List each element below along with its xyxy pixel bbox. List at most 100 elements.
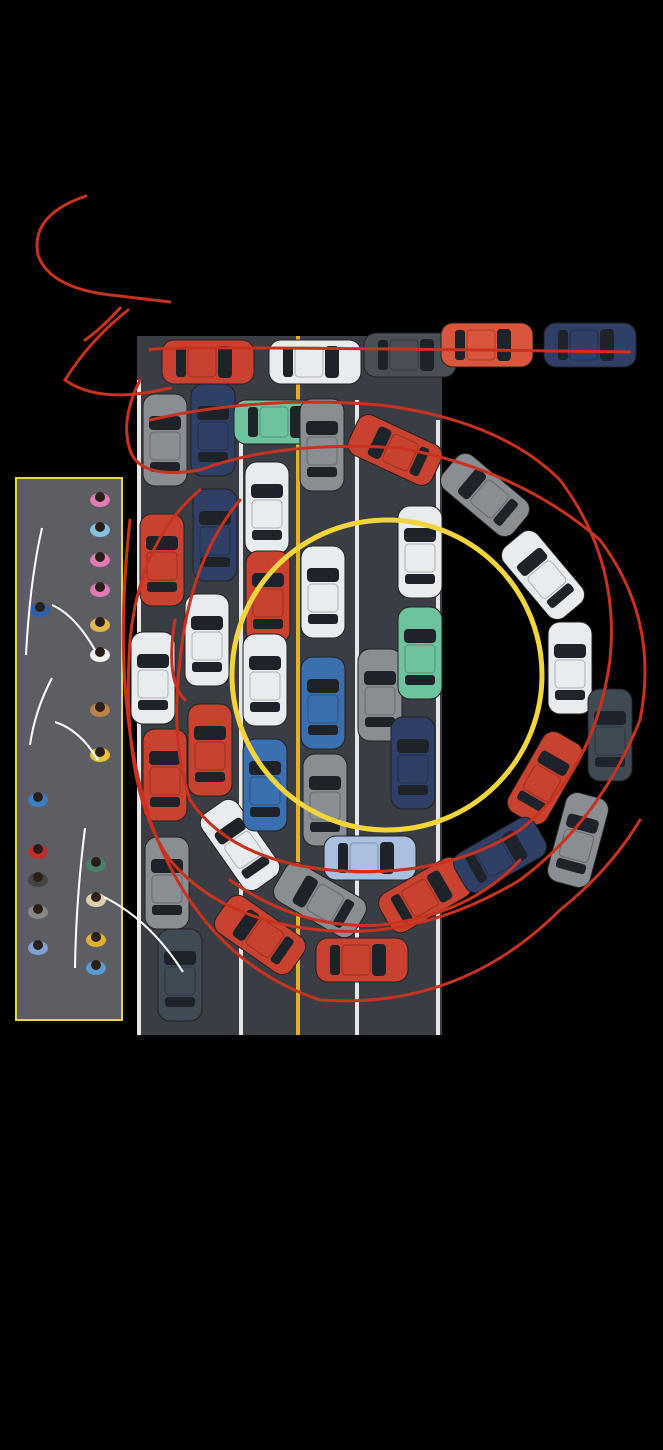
pedestrian-head	[95, 702, 105, 712]
scribble	[121, 518, 642, 1003]
pedestrian	[90, 522, 110, 537]
car	[130, 631, 176, 725]
car-roof	[249, 776, 281, 806]
car	[161, 339, 255, 385]
scribble	[228, 858, 522, 927]
scribble	[35, 194, 172, 304]
car	[500, 530, 586, 620]
car-windshield	[292, 875, 318, 908]
car	[268, 339, 362, 385]
car-roof	[149, 766, 181, 796]
path-line	[51, 604, 96, 651]
car-roof	[404, 644, 436, 674]
car-windshield	[309, 776, 341, 790]
car-rear-window	[195, 772, 225, 782]
car	[397, 606, 443, 700]
car-rear-window	[250, 702, 280, 712]
pedestrian-head	[91, 960, 101, 970]
car-rear-window	[455, 330, 465, 360]
car-rear-window	[332, 899, 355, 928]
car-windshield	[191, 616, 223, 630]
car-roof	[245, 919, 284, 958]
car-rear-window	[252, 530, 282, 540]
car-rear-window	[330, 945, 340, 975]
car-windshield	[307, 568, 339, 582]
car-roof	[554, 659, 586, 689]
scribble	[170, 618, 187, 702]
pedestrian-head	[95, 617, 105, 627]
car	[213, 894, 307, 976]
scribble	[125, 378, 647, 933]
pedestrian-head	[95, 582, 105, 592]
car-roof	[294, 346, 324, 378]
car-rear-window	[390, 894, 413, 923]
car	[184, 593, 230, 687]
path-line	[54, 721, 99, 761]
car-windshield	[325, 346, 339, 378]
car-windshield	[457, 468, 486, 500]
car	[300, 656, 346, 750]
car-rear-window	[338, 843, 348, 873]
car-roof	[306, 436, 338, 466]
car-windshield	[404, 629, 436, 643]
car-rear-window	[150, 462, 180, 472]
pedestrian	[90, 617, 110, 632]
pedestrian-head	[95, 747, 105, 757]
car-rear-window	[308, 725, 338, 735]
car	[242, 633, 288, 727]
car-rear-window	[493, 498, 518, 526]
pedestrian-head	[33, 792, 43, 802]
pedestrians	[28, 492, 110, 975]
car-windshield	[367, 426, 392, 459]
car	[244, 461, 290, 555]
car	[187, 703, 233, 797]
path-line	[103, 896, 184, 973]
pedestrian	[90, 647, 110, 662]
car-windshield	[516, 547, 548, 576]
car	[302, 753, 348, 847]
highlight-circle	[229, 517, 545, 833]
car	[543, 322, 637, 368]
car-windshield	[218, 346, 232, 378]
car-roof	[527, 560, 567, 599]
pedestrian-head	[91, 892, 101, 902]
car-rear-window	[283, 347, 293, 377]
car-rear-window	[555, 690, 585, 700]
car-roof	[404, 543, 436, 573]
pedestrian-head	[91, 932, 101, 942]
pedestrian	[90, 702, 110, 717]
car-roof	[307, 694, 339, 724]
pedestrian	[90, 552, 110, 567]
pedestrian-head	[33, 844, 43, 854]
car	[315, 937, 409, 983]
car	[299, 398, 345, 492]
car-roof	[187, 346, 217, 378]
car-windshield	[420, 339, 434, 371]
car-windshield	[146, 536, 178, 550]
pedestrian-head	[95, 492, 105, 502]
car-roof	[137, 669, 169, 699]
pedestrian-paths	[25, 527, 184, 973]
car-rear-window	[250, 807, 280, 817]
car-roof	[397, 754, 429, 784]
car-rear-window	[465, 854, 488, 883]
car-roof	[341, 944, 371, 976]
car-rear-window	[517, 790, 546, 813]
car-rear-window	[248, 407, 258, 437]
car-windshield	[251, 484, 283, 498]
car-windshield	[249, 656, 281, 670]
car-roof	[470, 479, 509, 519]
car-rear-window	[198, 452, 228, 462]
car-rear-window	[150, 797, 180, 807]
car-rear-window	[365, 717, 395, 727]
car-rear-window	[558, 330, 568, 360]
path-line	[25, 527, 43, 656]
car-roof	[522, 764, 562, 802]
car	[139, 513, 185, 607]
car	[142, 728, 188, 822]
car-roof	[191, 631, 223, 661]
car-windshield	[554, 644, 586, 658]
car-roof	[307, 583, 339, 613]
car-roof	[364, 686, 396, 716]
car-windshield	[306, 421, 338, 435]
